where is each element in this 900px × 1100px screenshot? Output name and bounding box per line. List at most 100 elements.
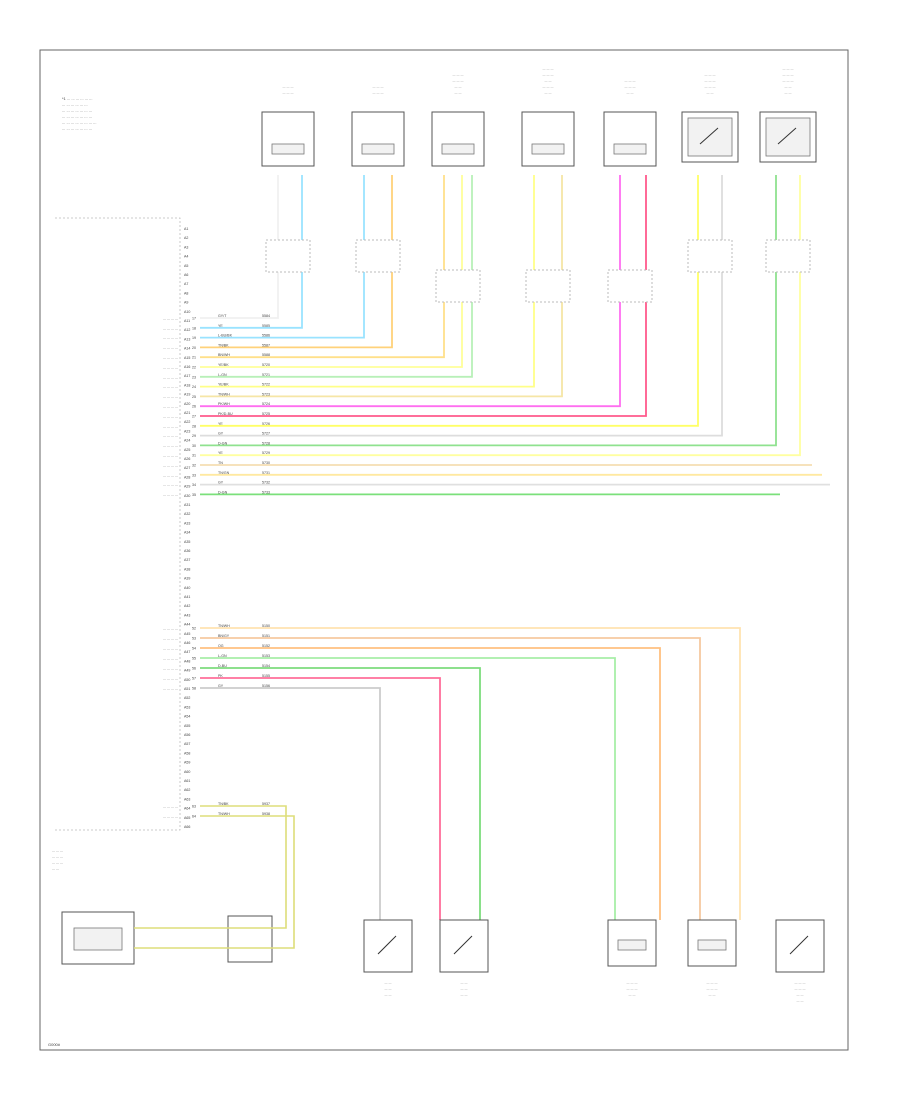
module-pin-label: A61	[184, 779, 190, 783]
signal-circuit: 5728	[262, 441, 270, 445]
signal-pin: 21	[192, 356, 196, 360]
signal-wire-color: PK	[218, 674, 223, 678]
signal-wire	[200, 175, 473, 378]
signal-name: ... ... ... ...	[163, 356, 178, 360]
signal-pin: 56	[192, 667, 196, 671]
module-pin-label: A11	[184, 319, 190, 323]
squib-connector	[617, 939, 647, 951]
signal-wire	[134, 805, 287, 929]
module-pin-label: A40	[184, 586, 190, 590]
module-pin-label: A21	[184, 411, 190, 415]
signal-circuit: 5730	[262, 461, 270, 465]
module-pin-label: A8	[184, 291, 188, 295]
top-component-label: ... ...	[545, 91, 552, 95]
signal-pin: 52	[192, 627, 196, 631]
signal-pin: 27	[192, 415, 196, 419]
signal-pin: 34	[192, 483, 196, 487]
module-pin-label: A35	[184, 540, 190, 544]
signal-name: ... ... ... ...	[163, 415, 178, 419]
signal-wire	[200, 175, 365, 339]
module-pin-label: A18	[184, 383, 190, 387]
bottom-component-label: ... ... ...	[795, 981, 806, 985]
squib-connector	[613, 143, 647, 155]
signal-wire-color: TN/WH	[218, 812, 230, 816]
signal-pin: 29	[192, 434, 196, 438]
bottom-component-box	[363, 919, 413, 973]
signal-wire	[200, 175, 801, 457]
signal-wire-color: TN/WH	[218, 624, 230, 628]
signal-wire-color: TN/BK	[218, 802, 229, 806]
bottom-left-module-inner	[73, 927, 123, 951]
top-component-label: ... ...	[785, 85, 792, 89]
top-component-label: ... ... ...	[283, 91, 294, 95]
bottom-component-box	[439, 919, 489, 973]
signal-wire-color: OG	[218, 644, 224, 648]
top-component-label: ... ... ...	[373, 91, 384, 95]
signal-wire-color: PK/D-BU	[218, 412, 233, 416]
signal-wire-color: GY/T	[218, 314, 227, 318]
signal-pin: 20	[192, 346, 196, 350]
module-pin-label: A22	[184, 420, 190, 424]
bottom-component: ... ... ...... ... ...... ...	[687, 919, 737, 997]
signal-name: ... ... ... ...	[163, 366, 178, 370]
signal-circuit: 5588	[262, 353, 270, 357]
module-pin-label: A39	[184, 577, 190, 581]
switch-icon	[377, 935, 397, 955]
signal-name: ... ... ... ...	[163, 326, 178, 330]
footer-code: G000#	[48, 1042, 61, 1047]
signal-circuit: 5584	[262, 314, 270, 318]
signal-name: ... ... ... ...	[163, 483, 178, 487]
top-component-box	[603, 111, 657, 167]
module-pin-label: A47	[184, 650, 190, 654]
diagram-note: *1 ... ... ... ... ... ... ... ... ... .…	[62, 96, 96, 131]
diagram-border	[39, 49, 849, 1051]
signal-wire	[200, 175, 303, 329]
note-line: ... ... ... ... ... ... ...	[62, 126, 92, 131]
bottom-component-label: ... ...	[629, 993, 636, 997]
top-component: ... ... ...... ... ...... ...... ...	[431, 73, 485, 303]
bottom-component: ... ...... ...... ...	[439, 919, 489, 997]
signal-name: ... ... ... ...	[163, 637, 178, 641]
module-pin-label: A25	[184, 448, 190, 452]
signal-pin: 63	[192, 805, 196, 809]
signal-wire-color: TN/GN	[218, 471, 230, 475]
module-pin-label: A28	[184, 475, 190, 479]
switch-icon	[777, 127, 797, 145]
module-pin-label: A62	[184, 788, 190, 792]
signal-wire-color: TN/BK	[218, 343, 229, 347]
module-pin-label: A27	[184, 466, 190, 470]
top-component-label: ... ... ...	[783, 79, 794, 83]
inline-connector	[355, 239, 401, 273]
inline-connector	[525, 269, 571, 303]
bottom-component-label: ... ... ...	[627, 981, 638, 985]
module-pin-label: A13	[184, 337, 190, 341]
top-component-box	[431, 111, 485, 167]
signal-circuit: 5937	[262, 802, 270, 806]
signal-wire	[200, 687, 381, 920]
note-line: ... ... ... ... ... ... ...	[62, 108, 92, 113]
signal-wire	[200, 175, 777, 447]
top-component-label: ... ... ...	[453, 73, 464, 77]
top-component-label: ... ... ...	[543, 85, 554, 89]
module-pin-label: A63	[184, 797, 190, 801]
signal-wire-color: GY	[218, 684, 224, 688]
bottom-component-label: ... ...	[461, 987, 468, 991]
signal-wire	[200, 647, 661, 920]
bottom-left-module-label: ... ... ...	[52, 861, 63, 865]
top-component-label: ... ... ...	[783, 73, 794, 77]
signal-circuit: 5721	[262, 373, 270, 377]
module-pin-label: A64	[184, 807, 190, 811]
module-pin-column: A1A2A3A4A5A6A7A8A9A10A11A12A13A14A15A16A…	[184, 227, 190, 829]
